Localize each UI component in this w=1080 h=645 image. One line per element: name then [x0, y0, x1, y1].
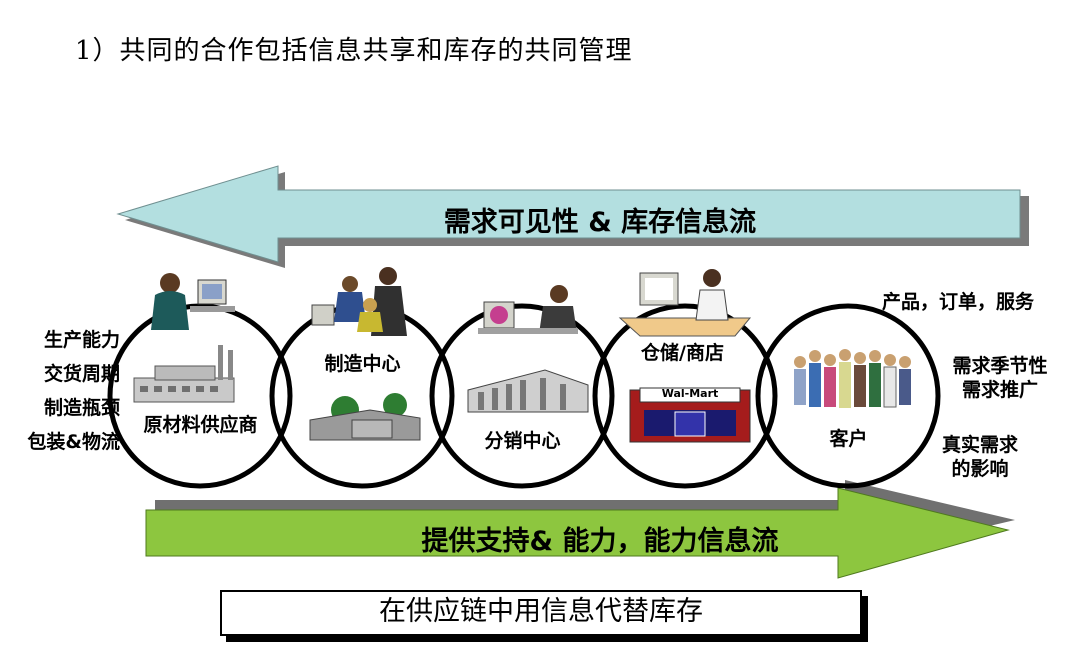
- footer-box: 在供应链中用信息代替库存: [220, 590, 862, 636]
- list-item: 交货周期: [43, 363, 120, 385]
- bottom-arrow-label: 提供支持& 能力，能力信息流: [421, 526, 779, 557]
- bottom-arrow: [145, 480, 1015, 579]
- list-item: 生产能力: [43, 329, 120, 351]
- node-circle-3: [429, 303, 615, 489]
- team-meeting-icon: [311, 267, 407, 336]
- node-label-customer: 客户: [829, 428, 868, 450]
- node-circle-5: [755, 303, 941, 489]
- list-item: 包装&物流: [27, 431, 120, 453]
- analyst-computer-icon: [478, 285, 578, 334]
- node-circle-4: [592, 303, 778, 489]
- note-true-demand: 真实需求 的影响: [925, 433, 1035, 481]
- page-title: 1）共同的合作包括信息共享和库存的共同管理: [75, 36, 633, 66]
- supplier-factors-list: 生产能力 交货周期 制造瓶颈 包装&物流: [10, 323, 120, 459]
- node-label-manufacturing: 制造中心: [324, 353, 401, 375]
- note-line: 真实需求: [941, 434, 1018, 456]
- customers-crowd-icon: [794, 349, 911, 408]
- note-products-orders: 产品，订单，服务: [881, 291, 1034, 313]
- building-icon: [309, 393, 421, 441]
- top-arrow-label: 需求可见性 & 库存信息流: [443, 207, 757, 238]
- node-circle-2: [269, 303, 455, 489]
- node-label-supplier: 原材料供应商: [143, 414, 258, 436]
- store-icon: [629, 387, 751, 443]
- list-item: 制造瓶颈: [43, 397, 120, 419]
- clerk-computer-icon: [618, 269, 752, 337]
- factory-icon: [133, 345, 235, 403]
- warehouse-icon: [467, 369, 589, 413]
- top-arrow: [116, 165, 1029, 268]
- store-sign: Wal-Mart: [661, 387, 719, 400]
- note-line: 需求季节性: [952, 355, 1048, 377]
- note-line: 的影响: [951, 458, 1009, 480]
- node-label-distribution: 分销中心: [484, 430, 561, 452]
- node-label-store: 仓储/商店: [641, 342, 724, 364]
- note-seasonality: 需求季节性 需求推广: [940, 354, 1060, 402]
- note-line: 需求推广: [961, 379, 1038, 401]
- worker-computer-icon: [151, 273, 235, 330]
